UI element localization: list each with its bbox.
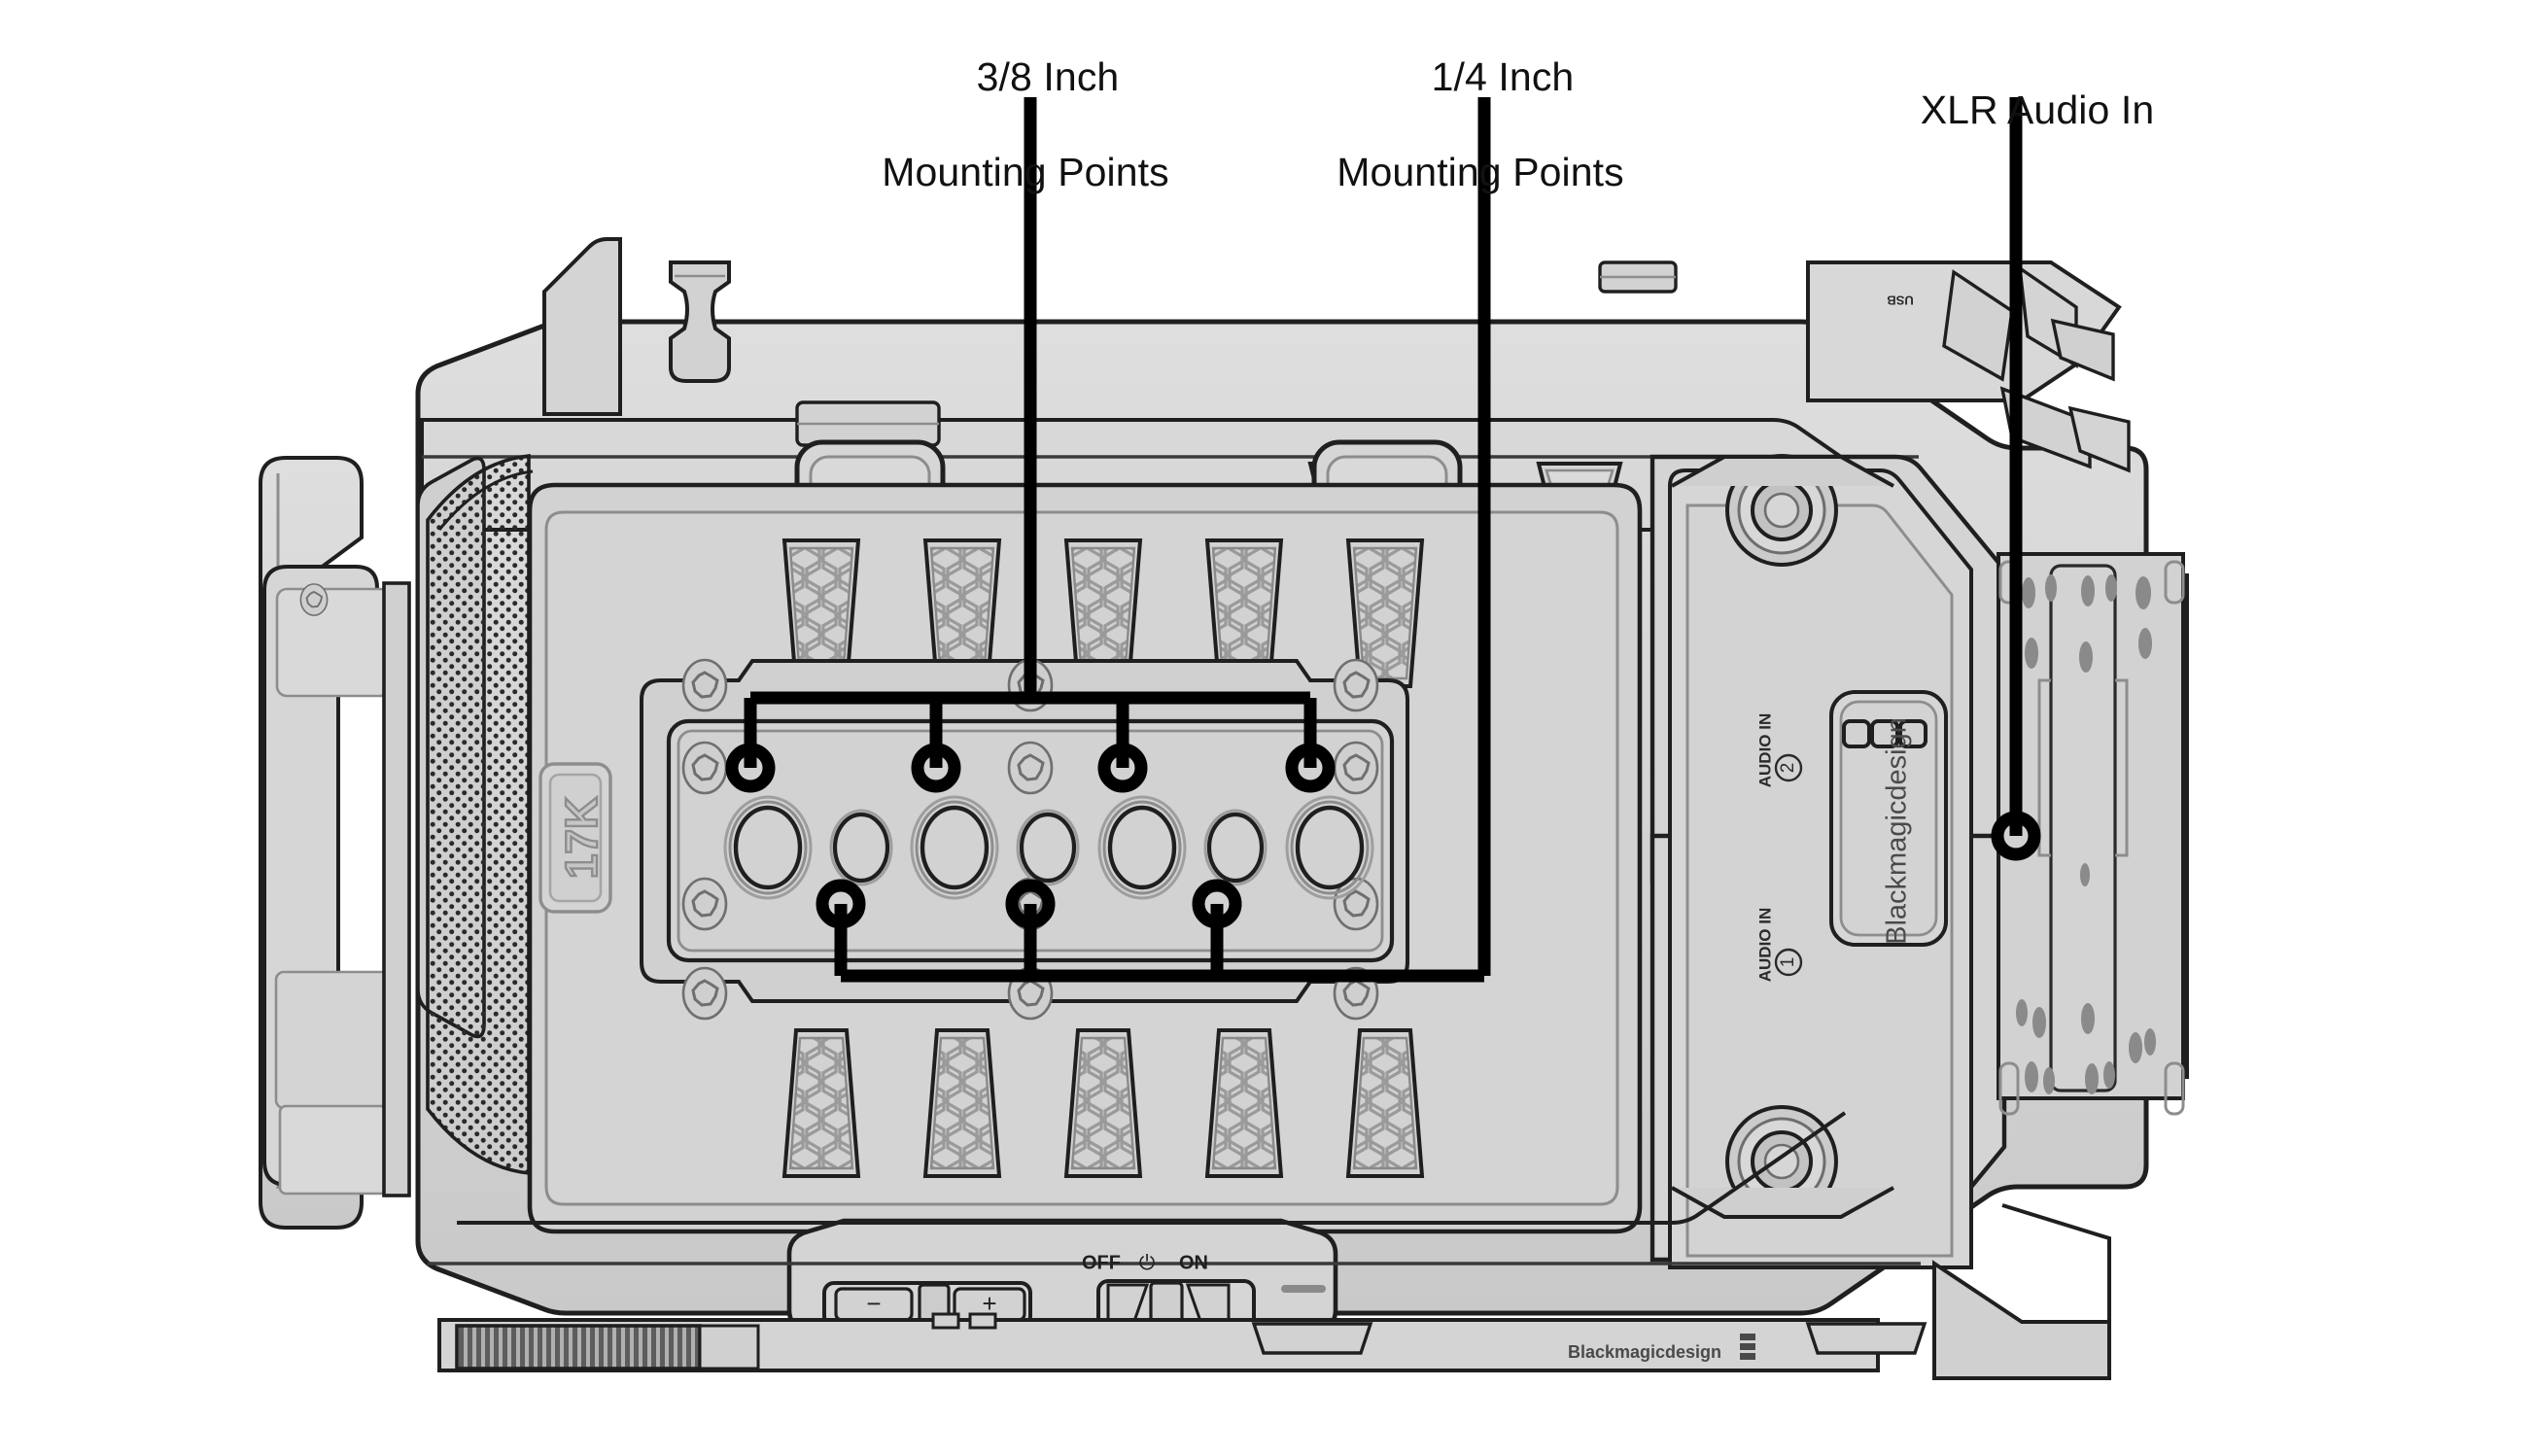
torx-screw-icon [681, 658, 728, 712]
callout-leader-quarter [834, 97, 1491, 983]
callout-dot [1285, 743, 1336, 793]
hex-vent [923, 1028, 1001, 1178]
callout-dot [1991, 811, 2041, 861]
callout-leaders [744, 97, 2023, 983]
audio-in-2-number: 2 [1778, 763, 1798, 774]
brand-side-label: Blackmagicdesign [1882, 717, 1913, 945]
mounting-hole-three-eighths [1099, 797, 1185, 898]
model-badge [538, 762, 612, 914]
xlr-connector-column [1997, 552, 2189, 1116]
hex-vent [1064, 1028, 1142, 1178]
callout-label-line1: 1/4 Inch [1431, 54, 1575, 99]
torx-screw-icon [1007, 741, 1054, 795]
right-side-panel [1649, 454, 2007, 1269]
rail-screw-icon [299, 582, 329, 617]
callout-label-line1: 3/8 Inch [976, 54, 1120, 99]
callout-dot [1005, 879, 1056, 929]
power-symbol-icon: ⏻ [1139, 1251, 1156, 1274]
torx-screw-icon [1333, 658, 1379, 712]
callout-label-line2: Mounting Points [1337, 150, 1624, 194]
torx-screw-icon [681, 877, 728, 931]
callout-dot [1097, 743, 1148, 793]
plus-button-label: + [982, 1289, 996, 1318]
callout-label-quarter: 1/4 Inch Mounting Points [1189, 17, 1772, 272]
torx-screw-icon [681, 741, 728, 795]
hex-vent [1346, 1028, 1424, 1178]
callout-label-line2: Mounting Points [882, 150, 1169, 194]
brand-logo-icon [1740, 1334, 1755, 1360]
torx-screw-icon [681, 966, 728, 1021]
mounting-hole-three-eighths [1287, 797, 1372, 898]
camera-markings: 17K USB AUDIO IN 2 AUDIO IN 1 Blackmagic… [555, 294, 1914, 1362]
torx-screw-icon [1333, 741, 1379, 795]
side-rail-bracket [259, 456, 411, 1230]
audio-control-buttons[interactable] [1842, 719, 1927, 748]
callout-label-xlr: XLR Audio In [1723, 51, 2307, 170]
audio-in-1-label: AUDIO IN [1755, 908, 1774, 983]
mounting-hole-quarter [1018, 811, 1078, 884]
audio-in-1-number: 1 [1778, 957, 1798, 968]
minus-button-label: − [866, 1289, 881, 1318]
power-switch[interactable] [1096, 1279, 1256, 1330]
callout-leader-three-eighths [744, 97, 1317, 768]
model-badge-text: 17K [556, 797, 607, 879]
hex-vent [1205, 1028, 1283, 1178]
top-locking-knob[interactable] [669, 260, 731, 383]
callout-label-three-eighths: 3/8 Inch Mounting Points [734, 17, 1317, 272]
callout-label-line1: XLR Audio In [1920, 87, 2155, 132]
bottom-control-strip [786, 1218, 1338, 1346]
power-on-label: ON [1179, 1252, 1208, 1273]
audio-in-2-label: AUDIO IN [1755, 713, 1774, 788]
usb-port-flap[interactable] [1806, 260, 2131, 473]
mounting-hole-quarter [1205, 811, 1266, 884]
hex-vent [782, 1028, 860, 1178]
mounting-hole-three-eighths [725, 797, 811, 898]
callout-dot [816, 879, 866, 929]
brand-bottom-label: Blackmagicdesign [1568, 1342, 1721, 1362]
callout-dot [1192, 879, 1242, 929]
mounting-hole-three-eighths [912, 797, 997, 898]
callout-dot [725, 743, 776, 793]
mounting-hole-quarter [831, 811, 891, 884]
callout-endpoint-rings [725, 743, 2041, 929]
usb-port-label: USB [1887, 294, 1913, 308]
power-off-label: OFF [1082, 1252, 1121, 1273]
callout-dot [911, 743, 961, 793]
